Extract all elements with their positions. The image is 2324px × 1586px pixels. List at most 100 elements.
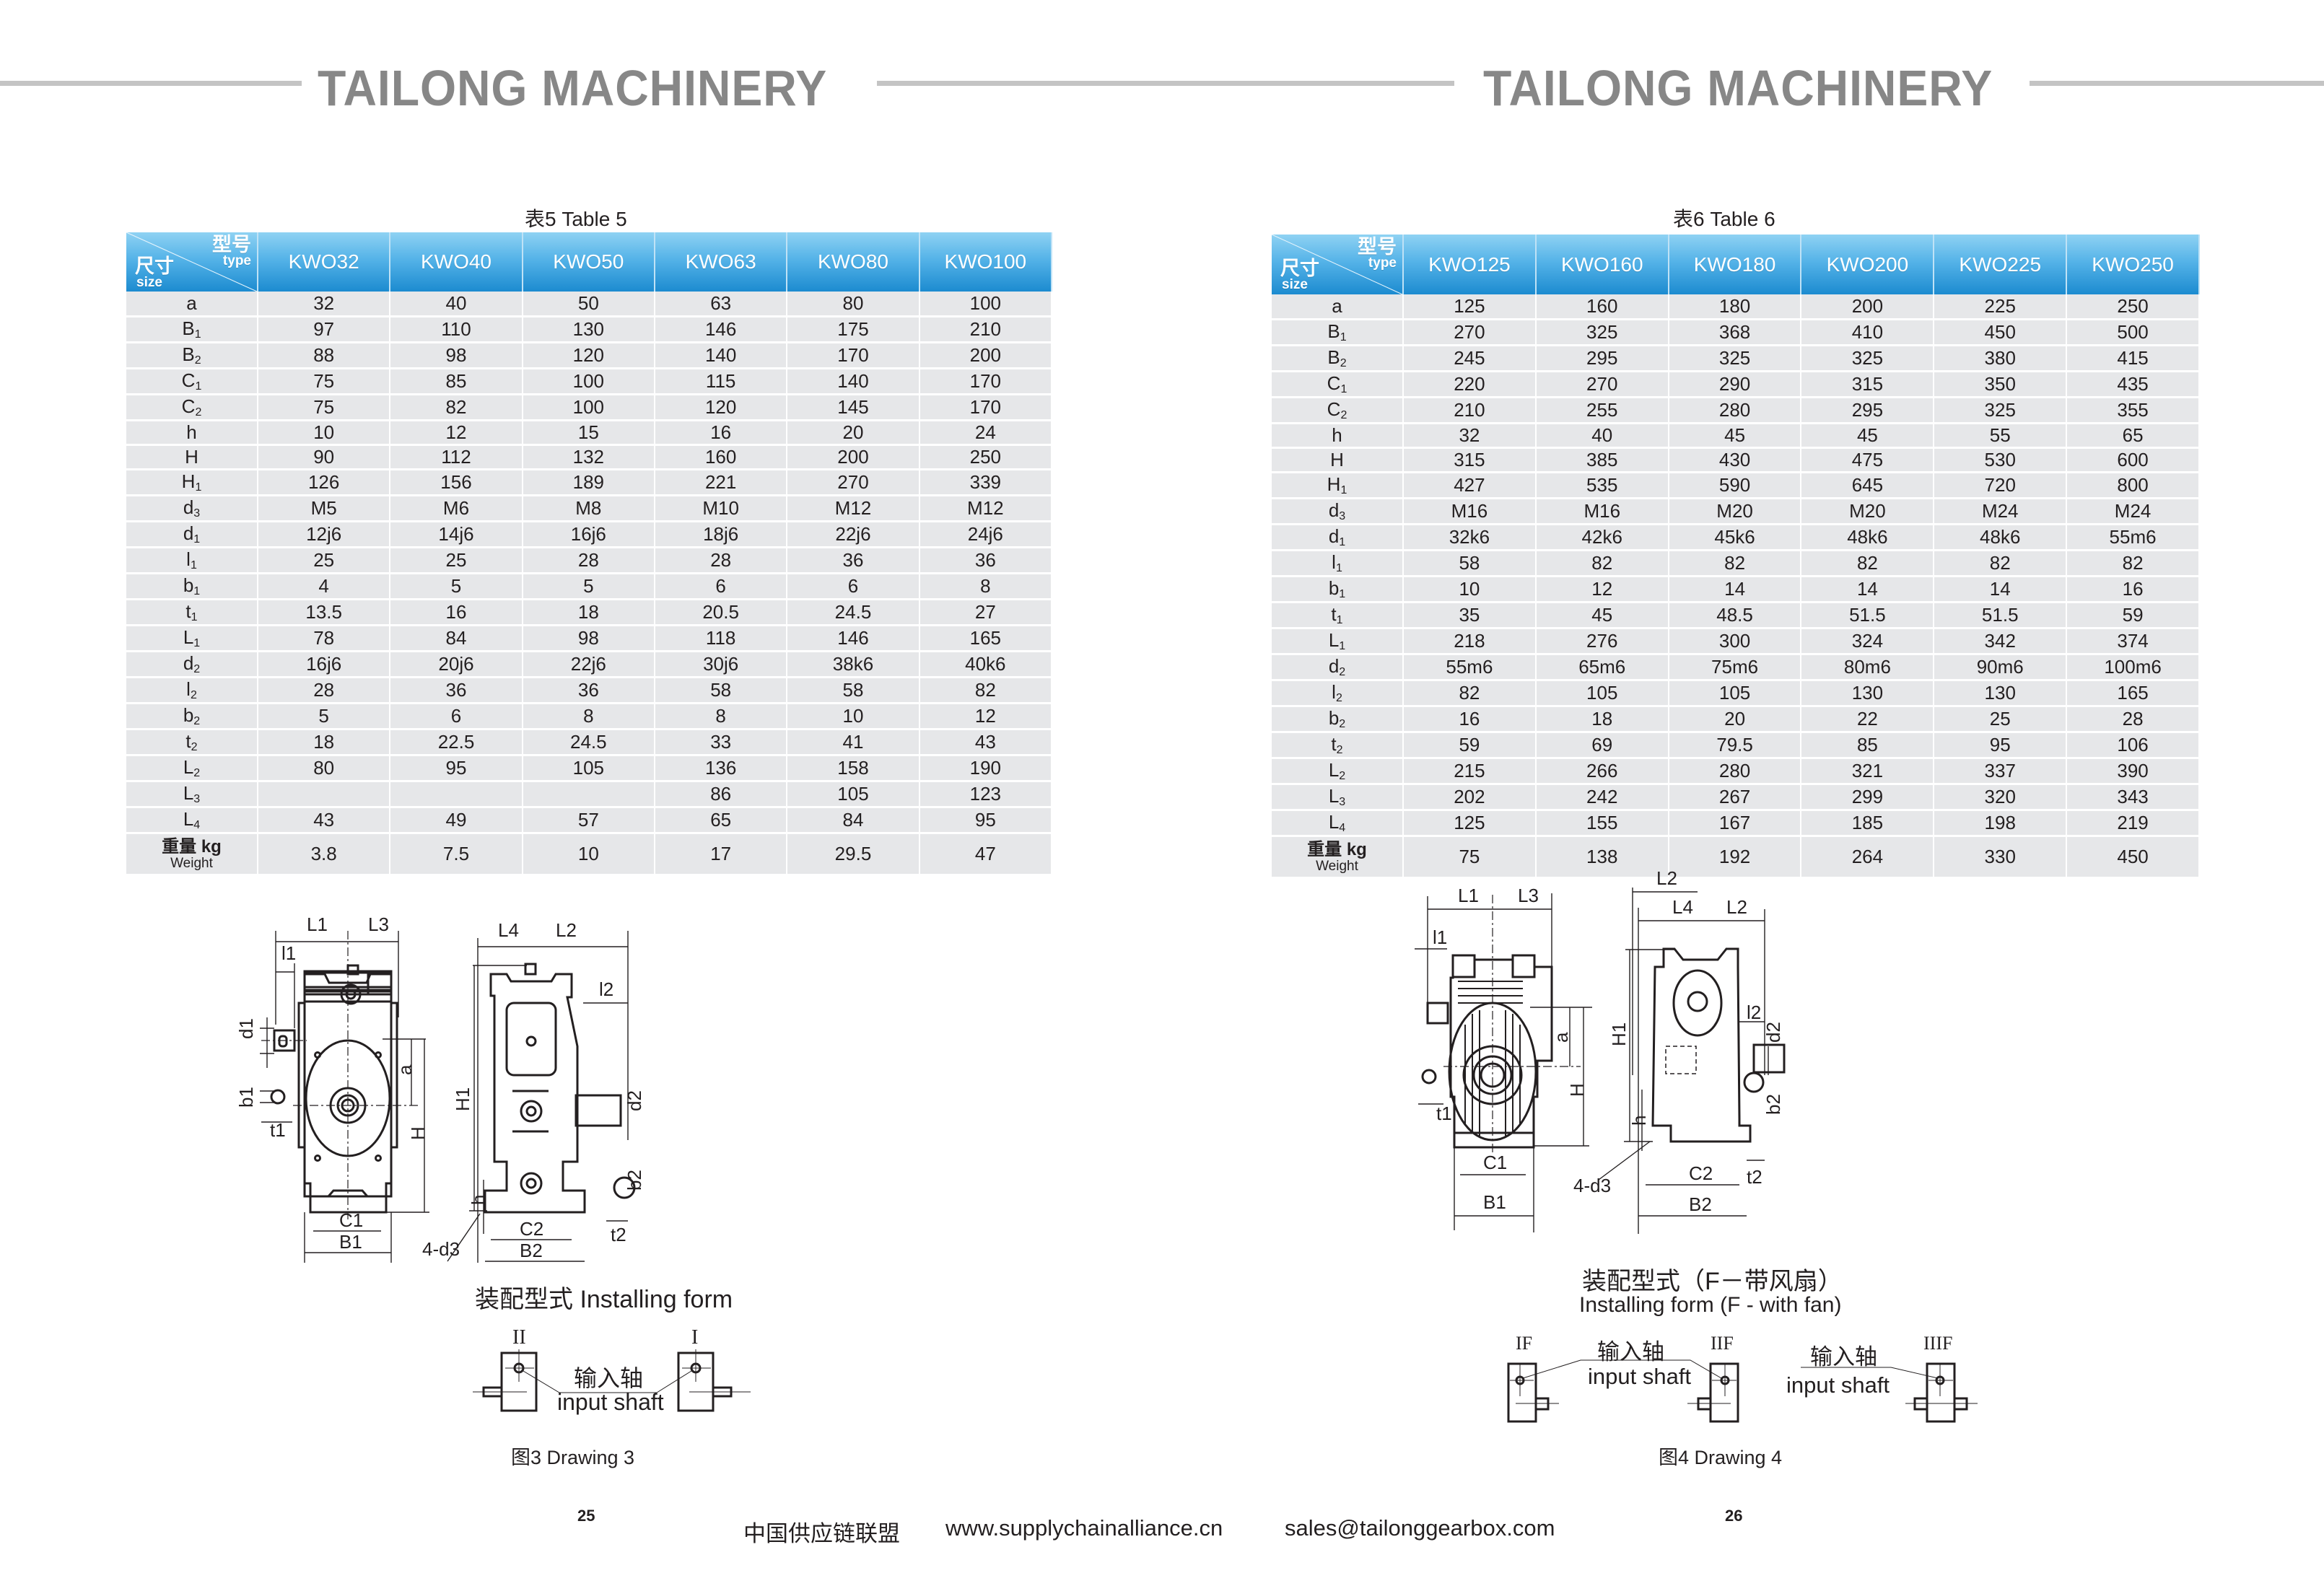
table-cell: 130 [1934,680,2068,708]
table-cell: 33 [654,729,788,757]
table-cell: 270 [1403,319,1537,346]
dimension-symbol: a [186,292,197,314]
table-cell: 165 [2066,680,2200,708]
dim-L3: L3 [368,914,389,935]
table-cell: 266 [1535,758,1669,786]
form-label-IIF: IIF [1711,1333,1734,1354]
dimension-symbol: b [183,704,194,727]
table-cell: 355 [2066,397,2200,424]
dimension-label: t2 [1272,732,1404,760]
table-cell: 270 [787,469,920,497]
table-cell: 280 [1668,758,1802,786]
table-cell: 160 [654,444,788,471]
table-cell: 180 [1668,294,1802,320]
dim-t2-r: t2 [1747,1166,1762,1188]
dimension-subscript: 1 [191,611,198,624]
table-cell: 645 [1801,472,1935,500]
table-cell: 12 [1535,576,1669,604]
table-cell: 98 [390,342,523,369]
form-label-II: II [512,1326,526,1349]
dimension-subscript: 2 [191,741,198,754]
dimension-symbol: l [186,678,191,701]
dimension-label: h [126,420,258,447]
dim-C1-r: C1 [1483,1152,1507,1173]
dimension-symbol: C [1327,398,1341,420]
dimension-label: L4 [126,807,258,835]
dimension-subscript: 2 [193,715,201,728]
dimension-label: a [1272,294,1404,320]
drawing4-technical-drawing: L1 L3 l1 t1 a H C1 B1 [1415,866,2064,1256]
table-cell: 36 [390,677,523,705]
dimension-symbol: B [182,317,195,339]
weight-cell: 3.8 [258,833,391,877]
table-cell: 40 [390,292,523,317]
table-cell: 185 [1801,810,1935,838]
drawing3-caption: 图3 Drawing 3 [511,1447,635,1468]
dimension-subscript: 1 [195,481,202,494]
table-cell: 58 [654,677,788,705]
drawing4-caption: 图4 Drawing 4 [1659,1447,1783,1468]
dim-d1: d1 [238,1018,257,1039]
table-cell: 106 [2066,732,2200,760]
table-cell: 5 [258,703,391,731]
weight-cell: 29.5 [787,833,920,877]
dimension-symbol: h [1332,424,1342,446]
dimension-symbol: l [1332,681,1336,704]
drawing4-input-shaft-en-1: input shaft [1588,1364,1692,1389]
table-cell: 299 [1801,784,1935,812]
dimension-label: B2 [1272,345,1404,372]
model-header: KWO225 [1934,235,2068,294]
table-cell: 600 [2066,447,2200,474]
dimension-symbol: H [1330,449,1344,471]
dim-B1: B1 [339,1231,362,1253]
weight-cell: 330 [1934,836,2068,880]
table-cell: 84 [787,807,920,835]
drawing4-input-shaft-cn-1: 输入轴 [1597,1339,1664,1364]
table-cell: 28 [258,677,391,705]
dimension-label: L3 [1272,784,1404,812]
table-cell: 155 [1535,810,1669,838]
table-cell: 84 [390,625,523,653]
table-cell: 219 [2066,810,2200,838]
table-cell: M24 [1934,498,2068,526]
table-cell: 140 [654,342,788,369]
gearbox-side-view-with-fan [1651,947,1786,1143]
table-cell: 51.5 [1801,602,1935,630]
dimension-symbol: d [183,496,194,519]
dimension-symbol: t [1331,603,1337,626]
table-cell: 35 [1403,602,1537,630]
table-cell: 123 [919,781,1053,809]
page-number-left: 25 [577,1507,595,1525]
corner-type-cn: 型号 [1358,236,1397,258]
footer-website-link[interactable]: www.supplychainalliance.cn [945,1515,1223,1541]
table-cell: 250 [919,444,1053,471]
table-cell: 20 [1668,706,1802,734]
table-cell: 210 [1403,397,1537,424]
table-cell: 65m6 [1535,654,1669,682]
table-cell [522,781,655,809]
weight-cell: 138 [1535,836,1669,880]
dimension-label: t1 [1272,602,1404,630]
dimension-subscript: 1 [1339,536,1346,549]
table-cell: 36 [919,547,1053,575]
table-cell: 125 [1403,810,1537,838]
form-label-IIIF: IIIF [1923,1333,1952,1354]
footer-email-link[interactable]: sales@tailonggearbox.com [1285,1515,1555,1541]
dimension-label: h [1272,423,1404,450]
table-cell: 342 [1934,628,2068,656]
dimension-label: b1 [126,573,258,601]
dim-d2-r: d2 [1762,1022,1784,1043]
table-cell: 82 [1535,550,1669,578]
table-cell: 105 [1668,680,1802,708]
